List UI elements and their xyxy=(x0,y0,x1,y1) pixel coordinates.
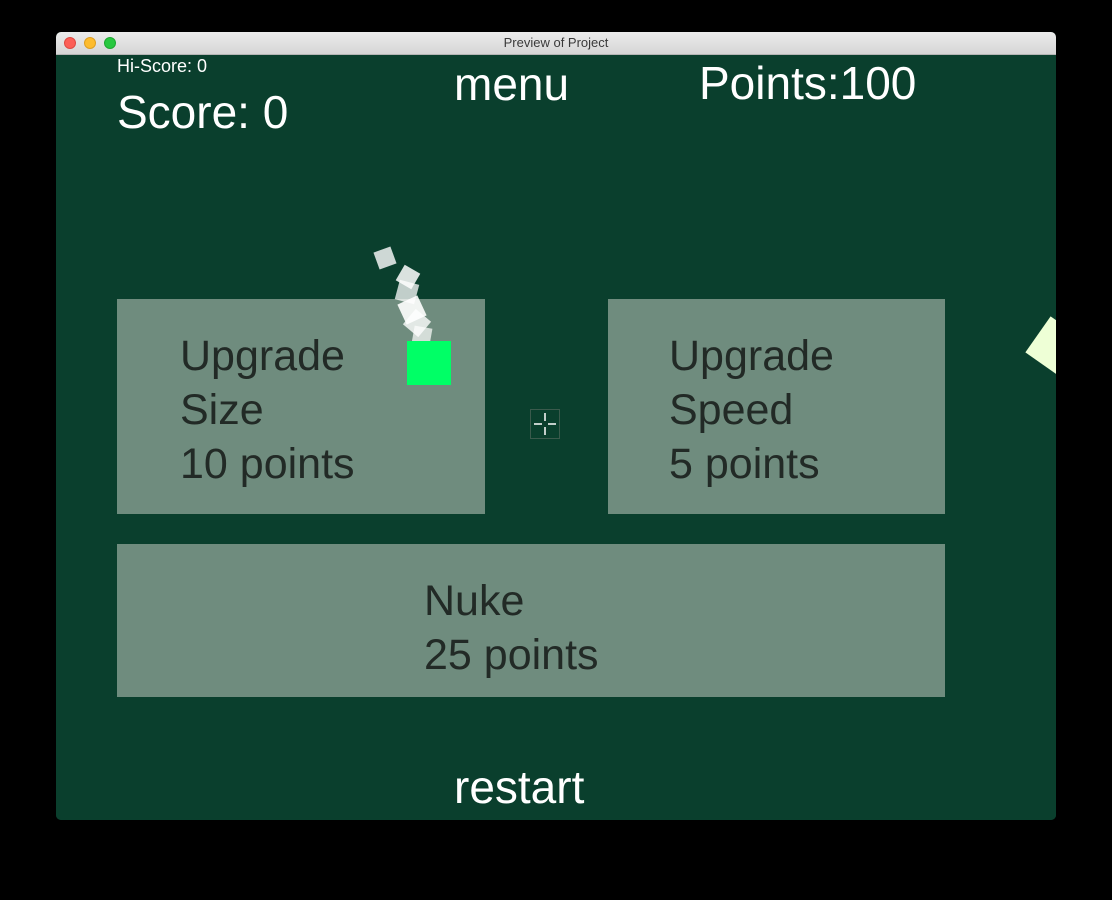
menu-button[interactable]: menu xyxy=(454,58,570,110)
hiscore-label: Hi-Score: 0 xyxy=(117,56,208,76)
nuke-line1: Nuke xyxy=(424,577,525,625)
restart-button[interactable]: restart xyxy=(454,761,585,813)
upgrade-speed-button[interactable]: Upgrade Speed 5 points xyxy=(608,299,945,514)
game-window: Preview of Project Hi-Score: 0 Score: 0 … xyxy=(56,32,1056,820)
upgrade-size-text: Upgrade Size 10 points xyxy=(180,329,355,491)
game-canvas[interactable]: Hi-Score: 0 Score: 0 menu Points:100 Upg… xyxy=(56,55,1056,820)
maximize-button[interactable] xyxy=(104,37,116,49)
enemy-square xyxy=(1025,316,1056,378)
upgrade-speed-line1: Upgrade xyxy=(669,332,834,380)
upgrade-size-line2: Size xyxy=(180,386,264,434)
upgrade-speed-text: Upgrade Speed 5 points xyxy=(669,329,834,491)
upgrade-speed-cost: 5 points xyxy=(669,440,820,488)
title-bar: Preview of Project xyxy=(56,32,1056,55)
points-label: Points:100 xyxy=(699,57,917,109)
nuke-button[interactable]: Nuke 25 points xyxy=(117,544,945,697)
nuke-text: Nuke 25 points xyxy=(424,574,599,682)
crosshair-icon xyxy=(530,409,560,439)
upgrade-speed-line2: Speed xyxy=(669,386,794,434)
player-square xyxy=(407,341,451,385)
minimize-button[interactable] xyxy=(84,37,96,49)
window-title: Preview of Project xyxy=(503,35,609,50)
nuke-cost: 25 points xyxy=(424,631,599,679)
score-label: Score: 0 xyxy=(117,86,289,138)
upgrade-size-cost: 10 points xyxy=(180,440,355,488)
close-button[interactable] xyxy=(64,37,76,49)
upgrade-size-line1: Upgrade xyxy=(180,332,345,380)
trail-particle xyxy=(373,246,397,270)
